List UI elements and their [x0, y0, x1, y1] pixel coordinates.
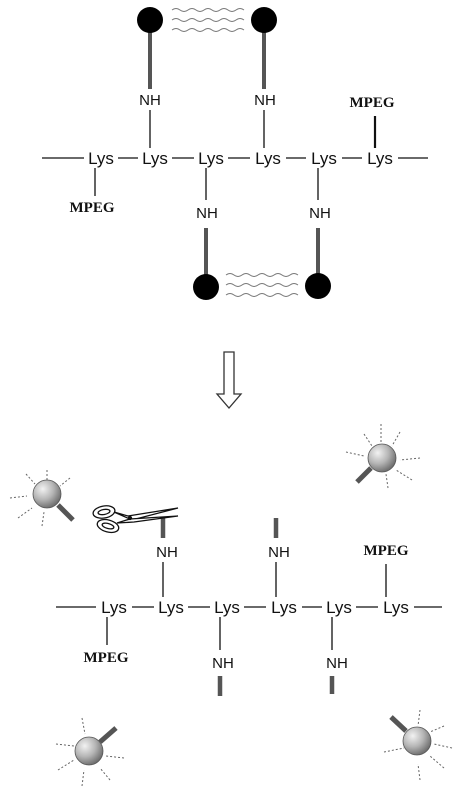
lys-label: Lys — [383, 598, 409, 617]
quencher-dye — [251, 7, 277, 33]
mpeg-label: MPEG — [350, 95, 395, 111]
quencher-dye — [305, 273, 331, 299]
lys-label: Lys — [158, 598, 184, 617]
nh-label: NH — [254, 92, 276, 109]
wavy-lines-icon — [225, 273, 299, 297]
nh-label: NH — [268, 544, 290, 561]
nh-label: NH — [309, 205, 331, 222]
wavy-lines-icon — [171, 8, 245, 32]
nh-label: NH — [139, 92, 161, 109]
quencher-dye — [193, 274, 219, 300]
mpeg-label: MPEG — [70, 200, 115, 216]
activated-probe: Lys Lys Lys Lys Lys Lys MPEG MPEG NH NH … — [56, 505, 442, 696]
fluorophore-icon — [55, 717, 125, 787]
lys-label: Lys — [326, 598, 352, 617]
lys-label: Lys — [255, 149, 281, 168]
lys-label: Lys — [142, 149, 168, 168]
mpeg-label: MPEG — [364, 543, 409, 559]
nh-label: NH — [156, 544, 178, 561]
lys-label: Lys — [311, 149, 337, 168]
lys-label: Lys — [214, 598, 240, 617]
quencher-dye — [137, 7, 163, 33]
fluorophore-icon — [9, 470, 75, 527]
nh-label: NH — [326, 655, 348, 672]
lys-label: Lys — [367, 149, 393, 168]
fluorophore-icon — [345, 424, 421, 489]
nh-label: NH — [196, 205, 218, 222]
lys-label: Lys — [101, 598, 127, 617]
down-arrow-icon — [215, 351, 243, 409]
lys-label: Lys — [271, 598, 297, 617]
mpeg-label: MPEG — [84, 650, 129, 666]
quenched-probe: Lys Lys Lys Lys Lys Lys MPEG MPEG NH NH … — [42, 7, 428, 300]
fluorophore-icon — [383, 709, 453, 781]
nh-label: NH — [212, 655, 234, 672]
lys-label: Lys — [198, 149, 224, 168]
lys-label: Lys — [88, 149, 114, 168]
scissors-icon — [92, 505, 179, 534]
